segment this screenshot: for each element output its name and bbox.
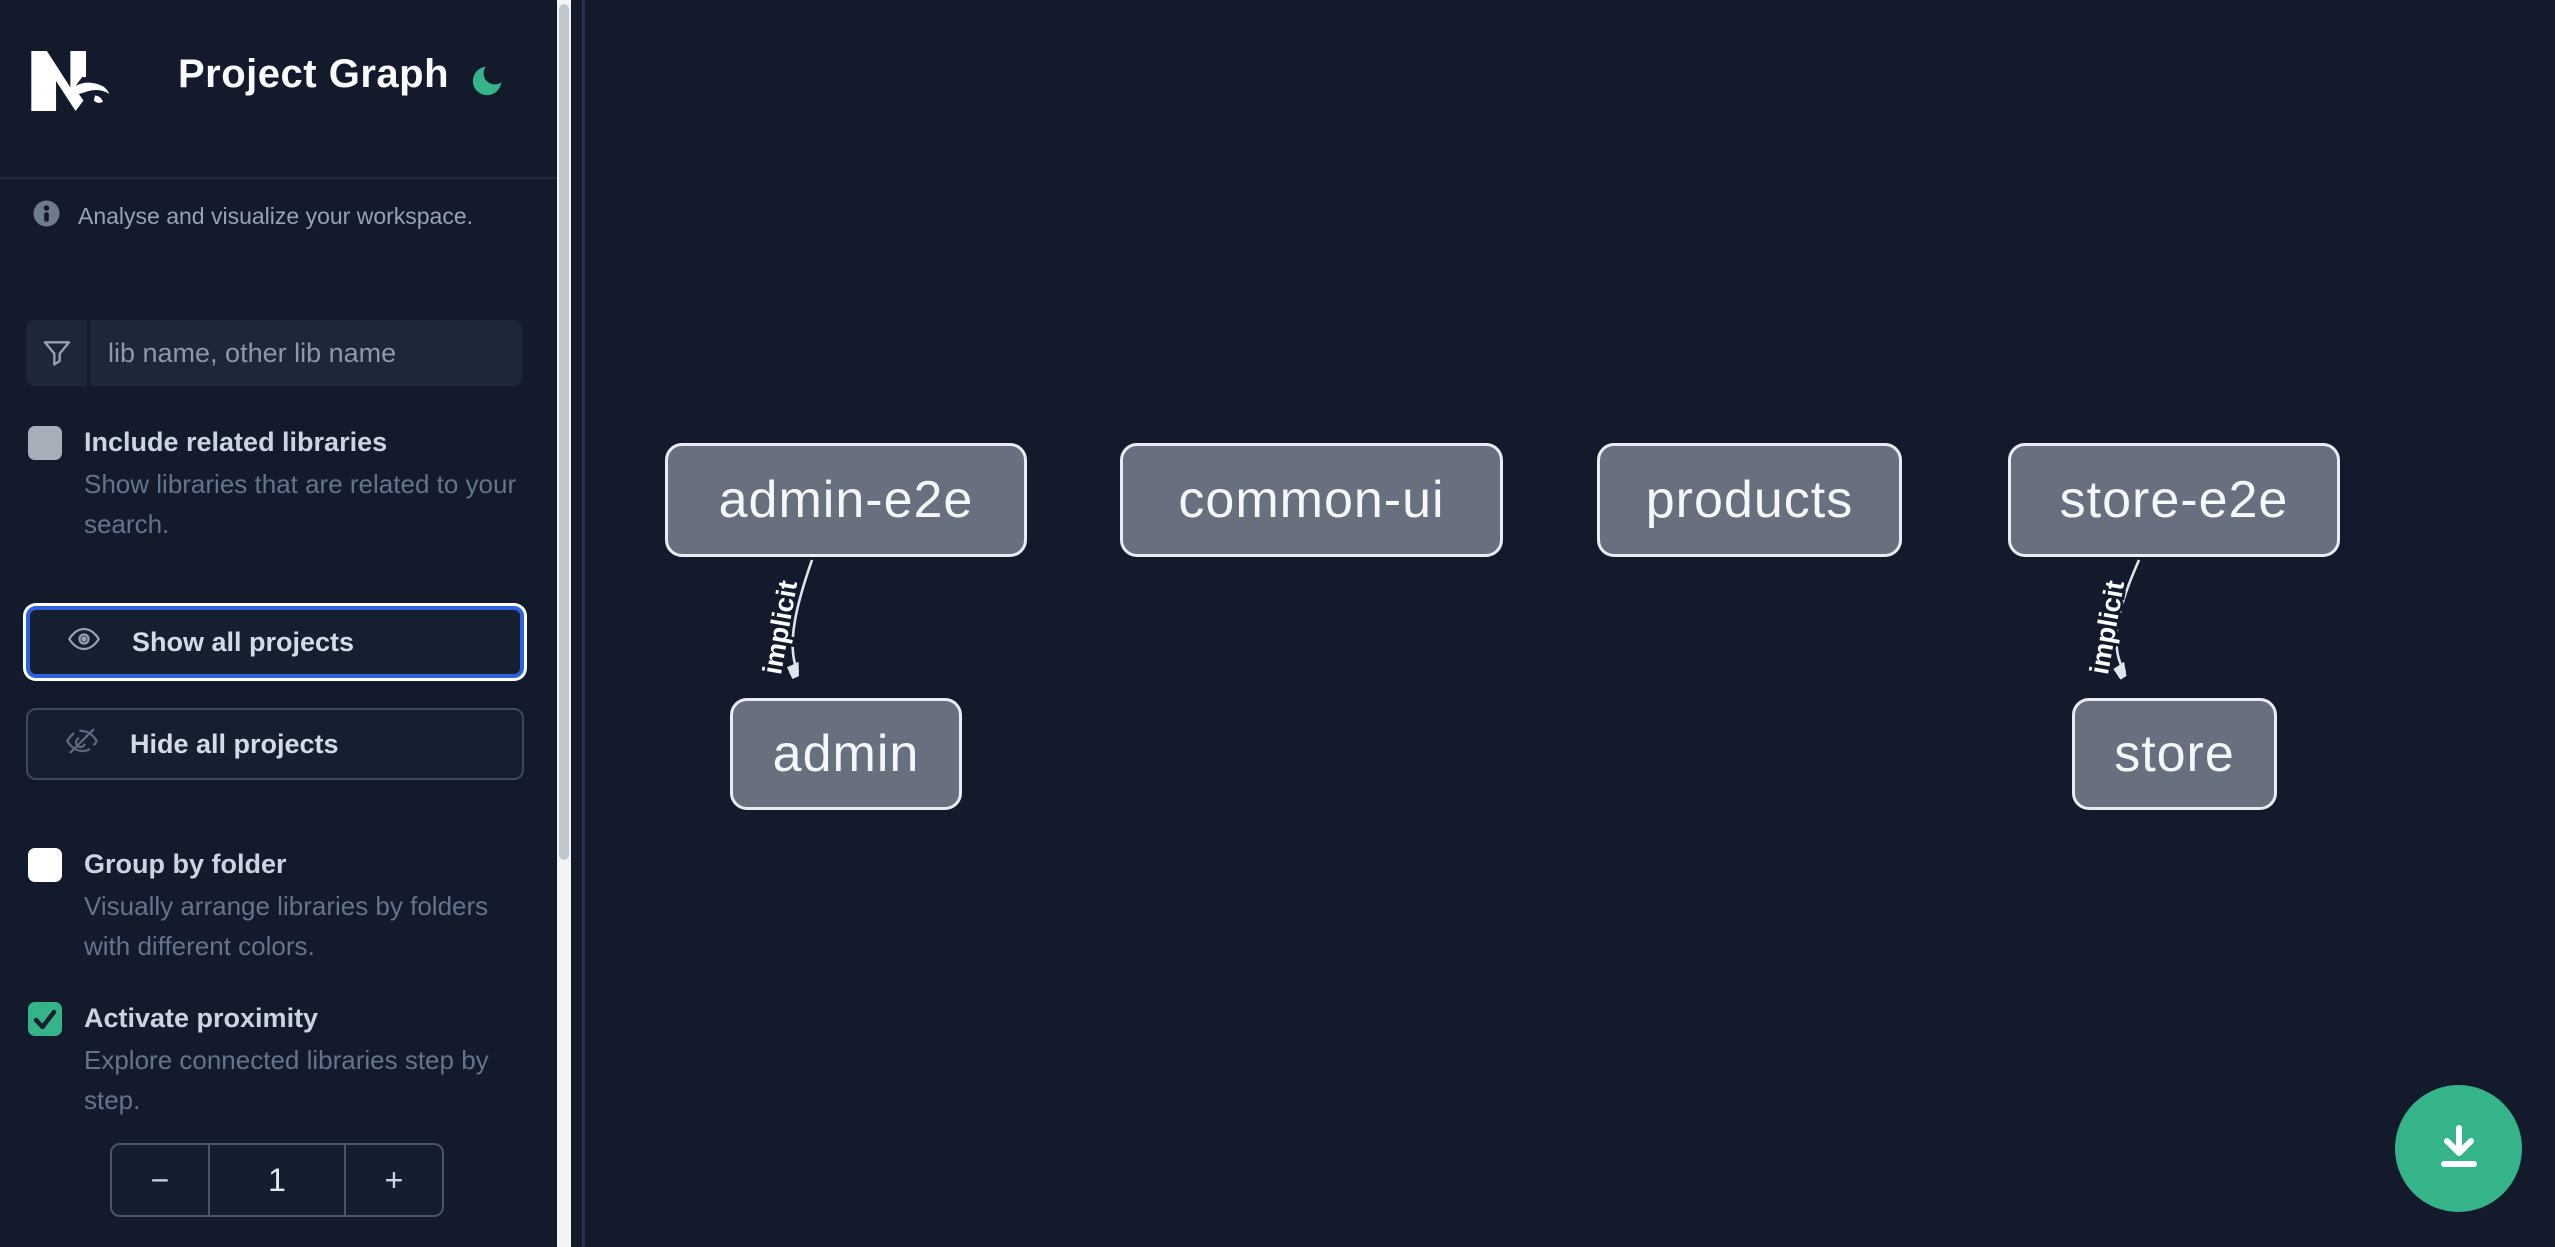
activate-proximity-option: Activate proximity Explore connected lib… [28,1000,528,1120]
sidebar-scrollbar-track[interactable] [557,0,571,1247]
project-graph-canvas[interactable]: implicit implicit admin-e2e common-ui pr… [585,0,2555,1247]
graph-node-products[interactable]: products [1597,443,1902,557]
hide-all-projects-button[interactable]: Hide all projects [26,708,524,780]
moon-icon[interactable] [468,62,506,100]
include-related-checkbox[interactable] [28,426,62,460]
eye-off-icon [62,725,102,764]
page-title: Project Graph [178,52,450,96]
hide-all-projects-label: Hide all projects [130,728,339,759]
show-all-projects-label: Show all projects [132,626,355,657]
graph-node-admin-e2e[interactable]: admin-e2e [665,443,1027,557]
proximity-depth-stepper: − 1 + [110,1143,444,1217]
panel-divider [582,0,585,1247]
search-input[interactable] [90,320,522,386]
intro-text: Analyse and visualize your workspace. [78,202,474,229]
group-by-folder-label: Group by folder [84,849,287,879]
graph-node-admin[interactable]: admin [730,698,962,810]
activate-proximity-checkbox[interactable] [28,1002,62,1036]
increment-button[interactable]: + [346,1145,442,1215]
sidebar-scrollbar-thumb[interactable] [559,4,569,860]
graph-node-store-e2e[interactable]: store-e2e [2008,443,2340,557]
nx-logo [30,48,116,114]
header-divider [0,177,557,179]
depth-value: 1 [208,1145,346,1215]
activate-proximity-label: Activate proximity [84,1003,319,1033]
sidebar: Project Graph Analyse and visualize your… [0,0,557,1247]
decrement-button[interactable]: − [112,1145,208,1215]
edge-label-implicit: implicit [757,578,803,676]
group-by-folder-checkbox[interactable] [28,848,62,882]
group-by-folder-option: Group by folder Visually arrange librari… [28,846,528,966]
graph-edges: implicit implicit [754,559,2141,1247]
activate-proximity-description: Explore connected libraries step by step… [84,1045,489,1115]
group-by-folder-description: Visually arrange libraries by folders wi… [84,891,489,961]
graph-node-common-ui[interactable]: common-ui [1120,443,1503,557]
include-related-description: Show libraries that are related to your … [84,469,517,539]
include-related-label: Include related libraries [84,427,388,457]
download-graph-button[interactable] [2395,1085,2522,1212]
graph-node-store[interactable]: store [2072,698,2277,810]
filter-icon [26,320,90,386]
download-icon [2428,1116,2490,1181]
include-related-option: Include related libraries Show libraries… [28,424,528,544]
search-box [26,320,522,386]
eye-icon [64,623,104,662]
show-all-projects-button[interactable]: Show all projects [26,606,524,678]
info-icon [33,200,60,232]
edge-label-implicit: implicit [2084,578,2130,676]
